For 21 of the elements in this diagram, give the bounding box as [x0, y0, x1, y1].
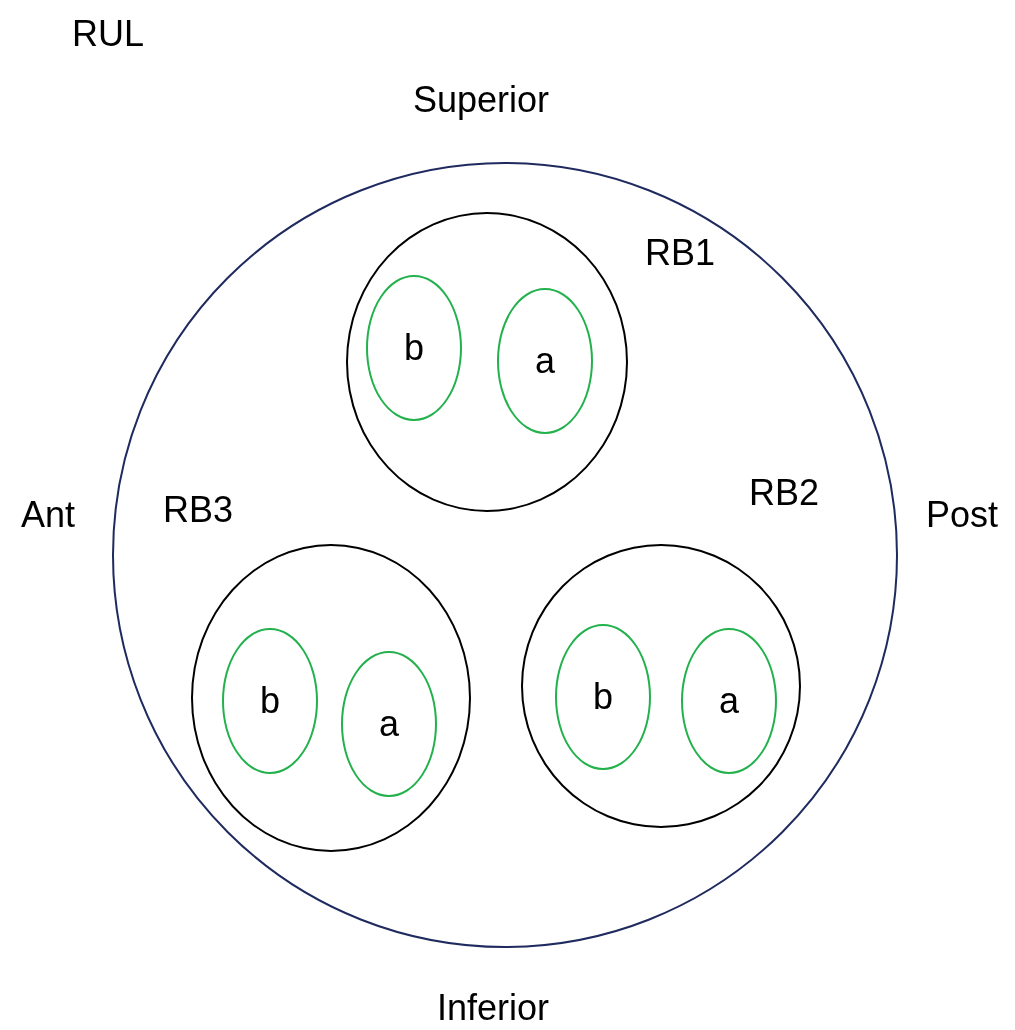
segment-label: RB2	[749, 475, 819, 511]
subsegment-label: a	[719, 683, 739, 719]
subsegment-ellipse	[681, 628, 777, 774]
subsegment-ellipse	[555, 624, 651, 770]
subsegment-label: a	[535, 343, 555, 379]
segment-label: RB3	[163, 492, 233, 528]
subsegment-label: b	[404, 330, 424, 366]
direction-label: Inferior	[437, 990, 549, 1026]
direction-label: Post	[926, 497, 998, 533]
subsegment-label: b	[260, 683, 280, 719]
segment-label: RB1	[645, 235, 715, 271]
subsegment-ellipse	[341, 651, 437, 797]
subsegment-label: a	[379, 706, 399, 742]
direction-label: Ant	[21, 497, 75, 533]
lobe-circle	[112, 162, 898, 948]
subsegment-label: b	[593, 679, 613, 715]
diagram-title: RUL	[72, 16, 144, 52]
subsegment-ellipse	[222, 628, 318, 774]
direction-label: Superior	[412, 82, 550, 118]
subsegment-ellipse	[366, 275, 462, 421]
subsegment-ellipse	[497, 288, 593, 434]
